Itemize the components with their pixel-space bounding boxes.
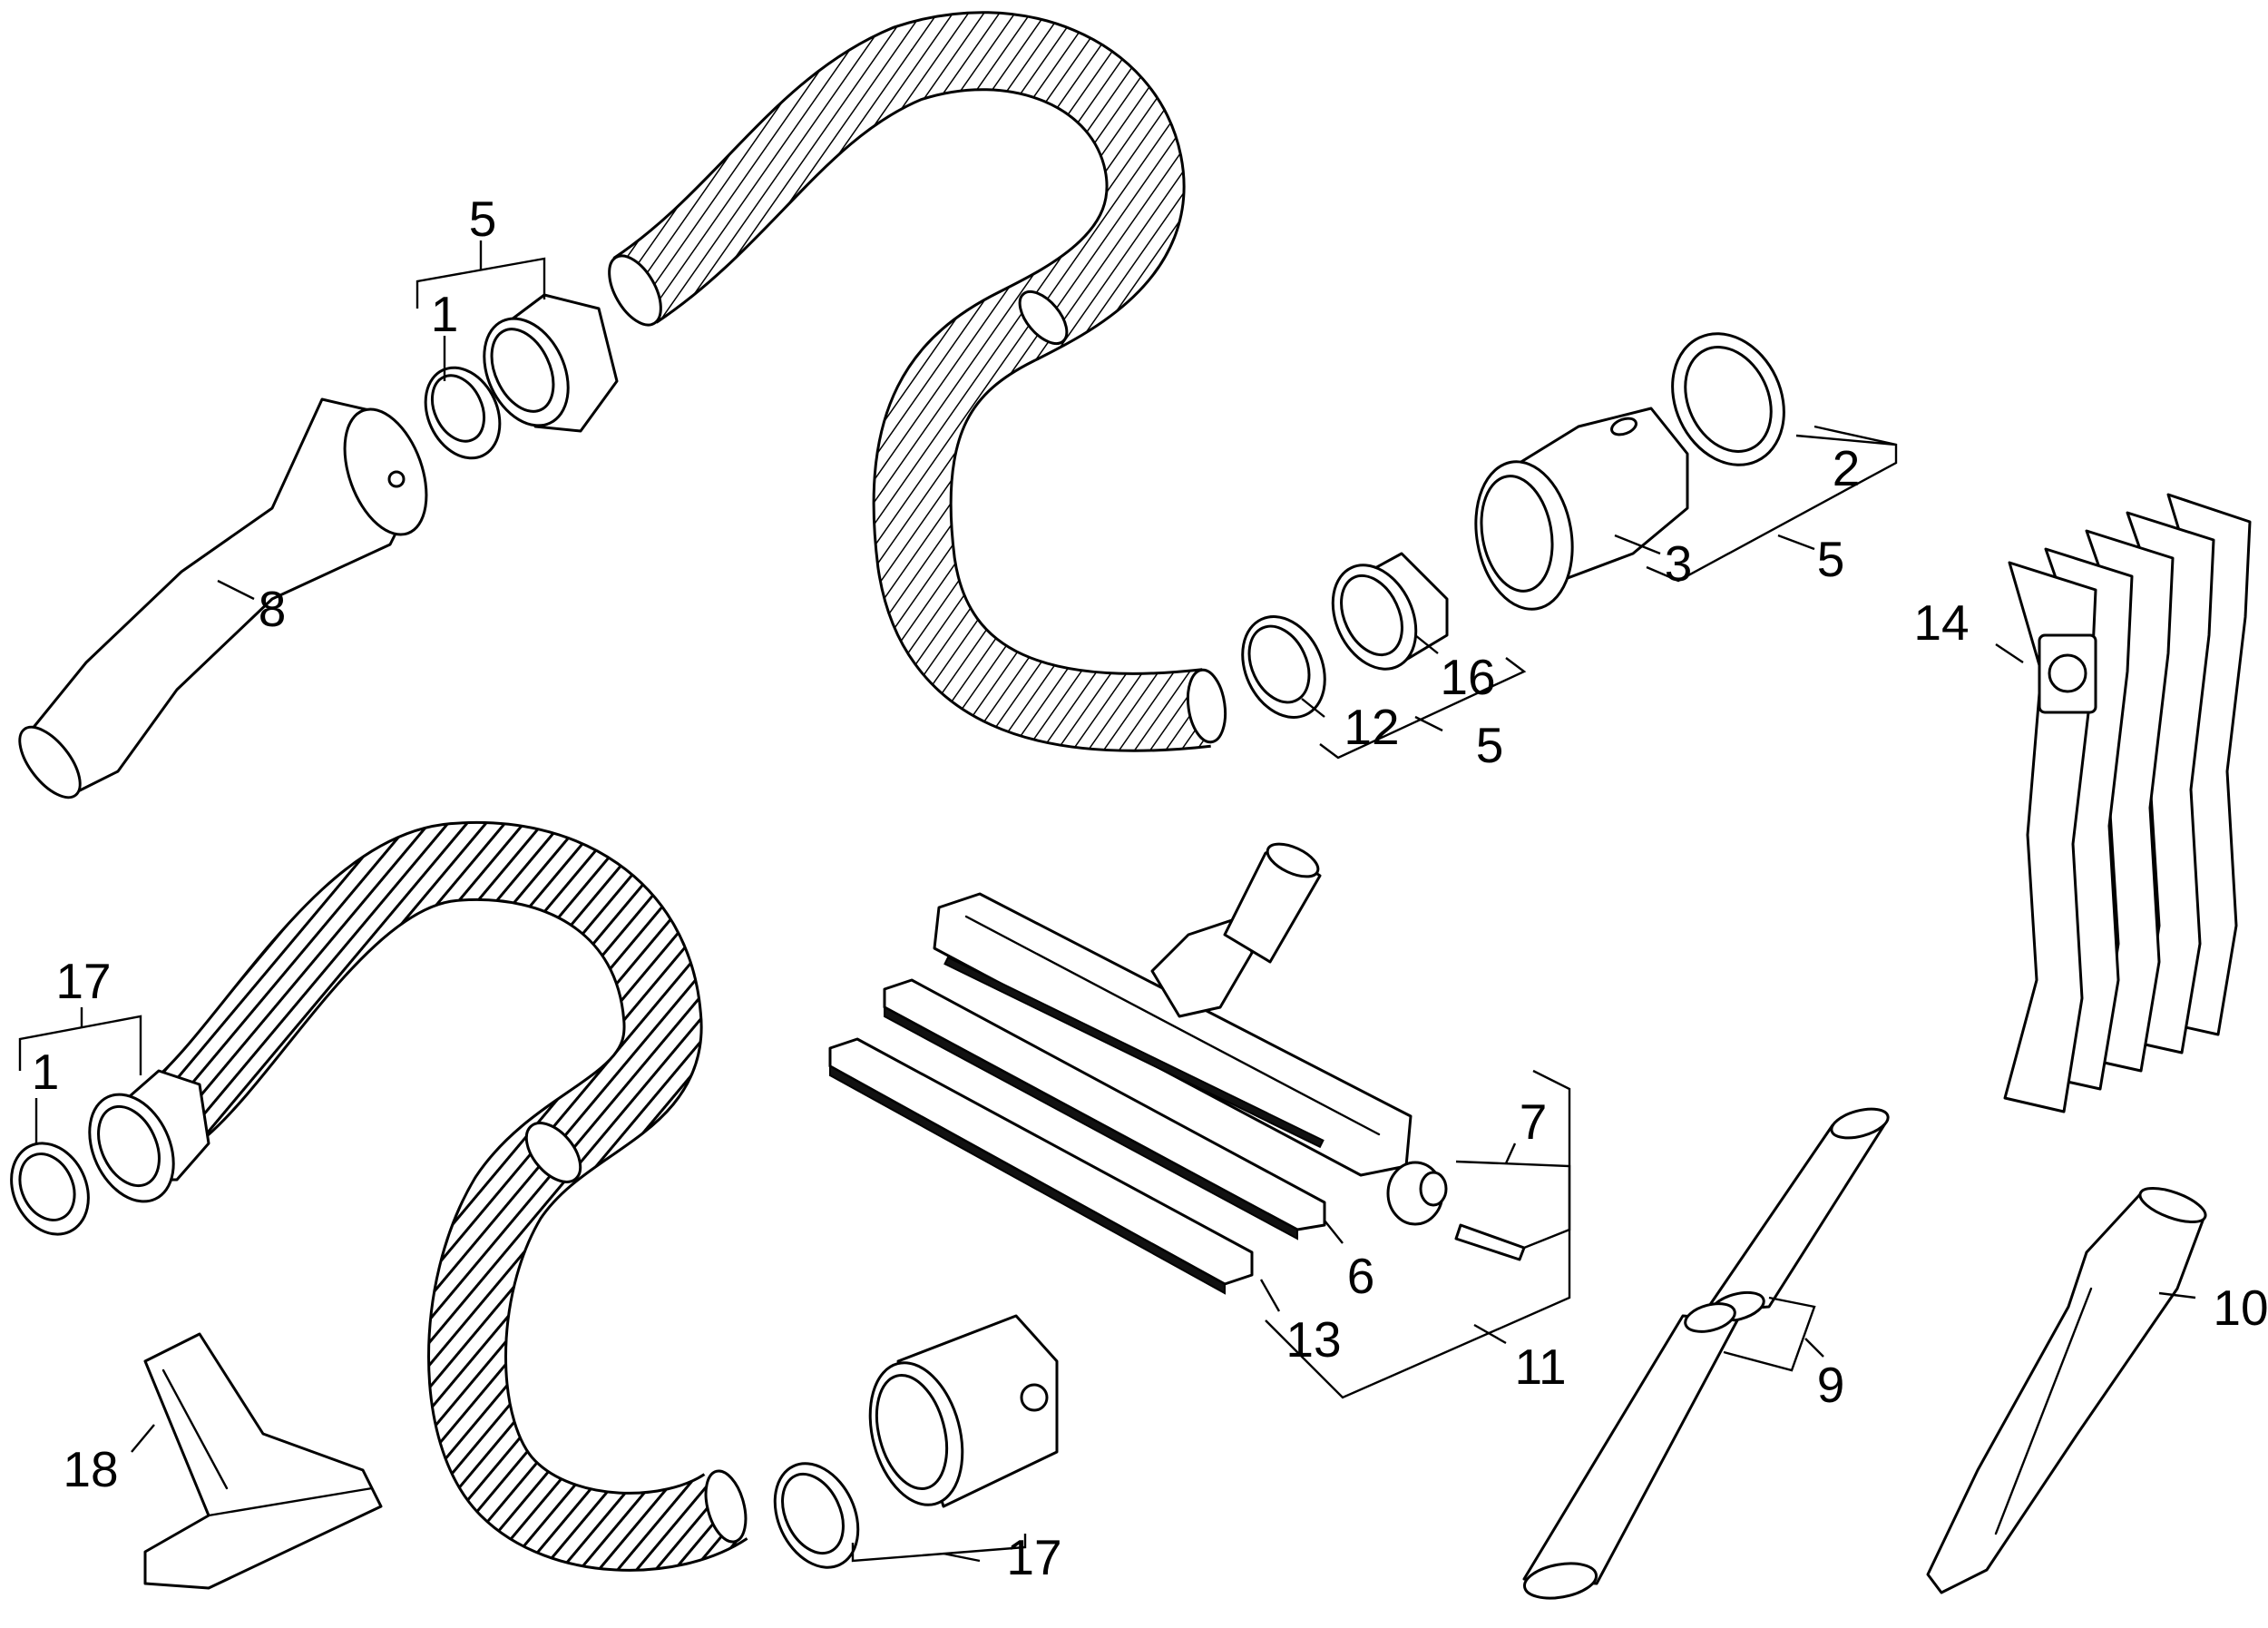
label-1-lower: 1 bbox=[32, 1044, 60, 1100]
brush-strip-13 bbox=[828, 1037, 1254, 1295]
suction-hose-upper bbox=[608, 11, 1227, 752]
label-17-lower: 17 bbox=[1006, 1529, 1061, 1585]
label-6: 6 bbox=[1347, 1248, 1375, 1304]
label-12: 12 bbox=[1344, 699, 1399, 755]
label-11: 11 bbox=[1514, 1339, 1566, 1395]
upholstery-nozzle-18 bbox=[143, 1332, 383, 1590]
label-5-right: 5 bbox=[1817, 531, 1845, 587]
hose-sleeve-5 bbox=[483, 293, 619, 433]
connector-ring-1-lower bbox=[10, 1142, 90, 1236]
leader-lines bbox=[18, 240, 2196, 1563]
wheel-axle-7 bbox=[1386, 1161, 1526, 1261]
connector-ring-1 bbox=[424, 366, 502, 460]
filter-bags-14 bbox=[2003, 493, 2252, 1113]
cylinder-sleeve-17 bbox=[868, 1314, 1059, 1508]
machine-adapter-3 bbox=[1474, 407, 1689, 611]
label-18: 18 bbox=[63, 1441, 118, 1497]
label-14: 14 bbox=[1913, 594, 1969, 651]
rubber-strip-6 bbox=[883, 978, 1326, 1241]
hose-connector-17-left bbox=[88, 1069, 210, 1203]
machine-connector-17 bbox=[773, 1462, 860, 1569]
suction-hose-lower bbox=[154, 821, 748, 1572]
label-5-mid: 5 bbox=[1476, 717, 1504, 773]
floor-nozzle-11 bbox=[933, 842, 1413, 1177]
label-10: 10 bbox=[2213, 1280, 2268, 1336]
label-8: 8 bbox=[259, 581, 287, 637]
crevice-nozzle-10 bbox=[1926, 1187, 2207, 1594]
bayonet-ring-12 bbox=[1241, 615, 1326, 719]
label-9: 9 bbox=[1817, 1357, 1845, 1413]
label-2: 2 bbox=[1833, 440, 1861, 496]
extension-tubes-9 bbox=[1522, 1107, 1890, 1600]
label-16: 16 bbox=[1440, 649, 1495, 705]
seal-ring-2 bbox=[1671, 332, 1785, 466]
callout-labels: 5 1 8 2 3 5 14 16 12 5 17 1 7 6 13 11 10… bbox=[32, 191, 2268, 1585]
label-5-top: 5 bbox=[469, 191, 497, 247]
label-1-top: 1 bbox=[431, 286, 459, 342]
label-3: 3 bbox=[1665, 535, 1693, 592]
hose-end-16 bbox=[1331, 552, 1449, 671]
label-17-left: 17 bbox=[55, 953, 111, 1009]
label-7: 7 bbox=[1520, 1094, 1548, 1150]
handle-tube bbox=[18, 397, 428, 799]
label-13: 13 bbox=[1286, 1311, 1341, 1368]
